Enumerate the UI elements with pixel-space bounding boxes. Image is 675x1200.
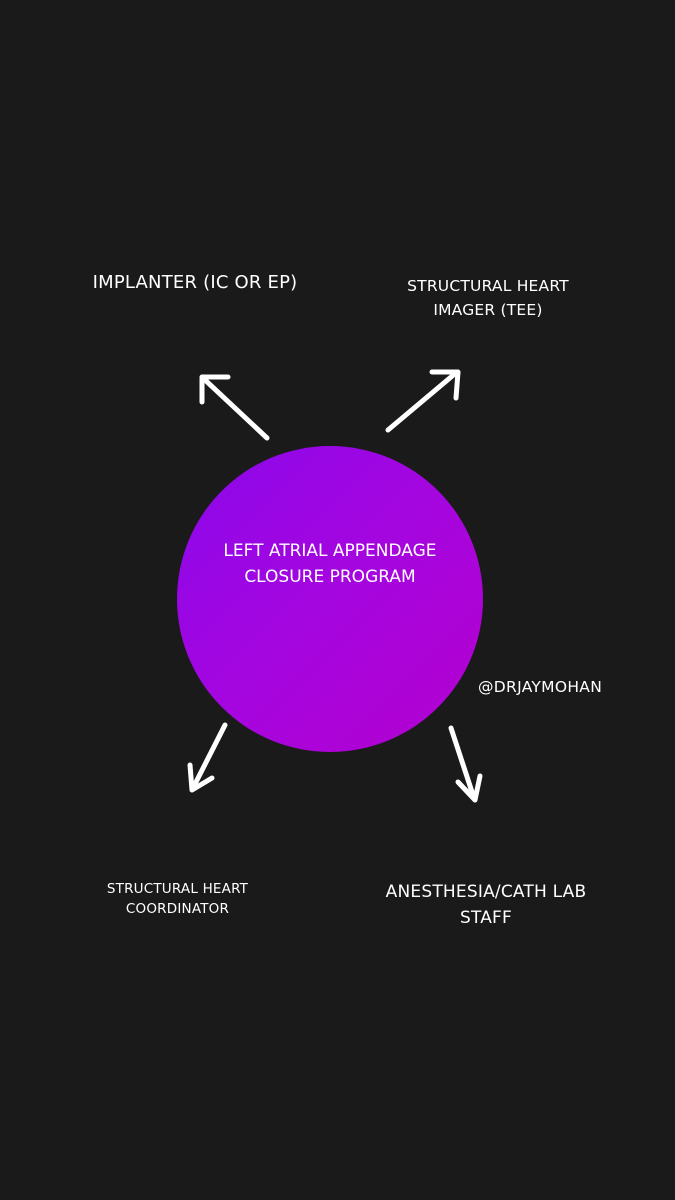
arrow-to-coordinator bbox=[187, 722, 228, 793]
node-imager-line1: STRUCTURAL HEART bbox=[407, 277, 569, 295]
node-implanter-line1: IMPLANTER (IC OR EP) bbox=[92, 272, 298, 293]
node-coordinator-line1: STRUCTURAL HEART bbox=[106, 881, 249, 897]
node-imager: STRUCTURAL HEART IMAGER (TEE) bbox=[378, 274, 598, 322]
center-label: LEFT ATRIAL APPENDAGE CLOSURE PROGRAM bbox=[177, 538, 483, 590]
node-anesthesia-line2: STAFF bbox=[459, 908, 513, 928]
center-circle bbox=[177, 446, 483, 752]
author-handle: @DRJAYMOHAN bbox=[478, 678, 603, 696]
node-anesthesia: ANESTHESIA/CATH LAB STAFF bbox=[370, 879, 602, 931]
node-imager-line2: IMAGER (TEE) bbox=[433, 301, 543, 319]
arrow-to-implanter bbox=[199, 374, 270, 441]
arrow-to-imager bbox=[385, 369, 461, 433]
node-implanter: IMPLANTER (IC OR EP) bbox=[70, 272, 320, 293]
center-label-line1: LEFT ATRIAL APPENDAGE bbox=[223, 541, 437, 561]
node-coordinator-line2: COORDINATOR bbox=[125, 901, 230, 917]
node-anesthesia-line1: ANESTHESIA/CATH LAB bbox=[385, 882, 587, 902]
center-label-line2: CLOSURE PROGRAM bbox=[244, 567, 416, 587]
arrow-to-anesthesia bbox=[448, 725, 483, 803]
node-coordinator: STRUCTURAL HEART COORDINATOR bbox=[85, 879, 270, 919]
